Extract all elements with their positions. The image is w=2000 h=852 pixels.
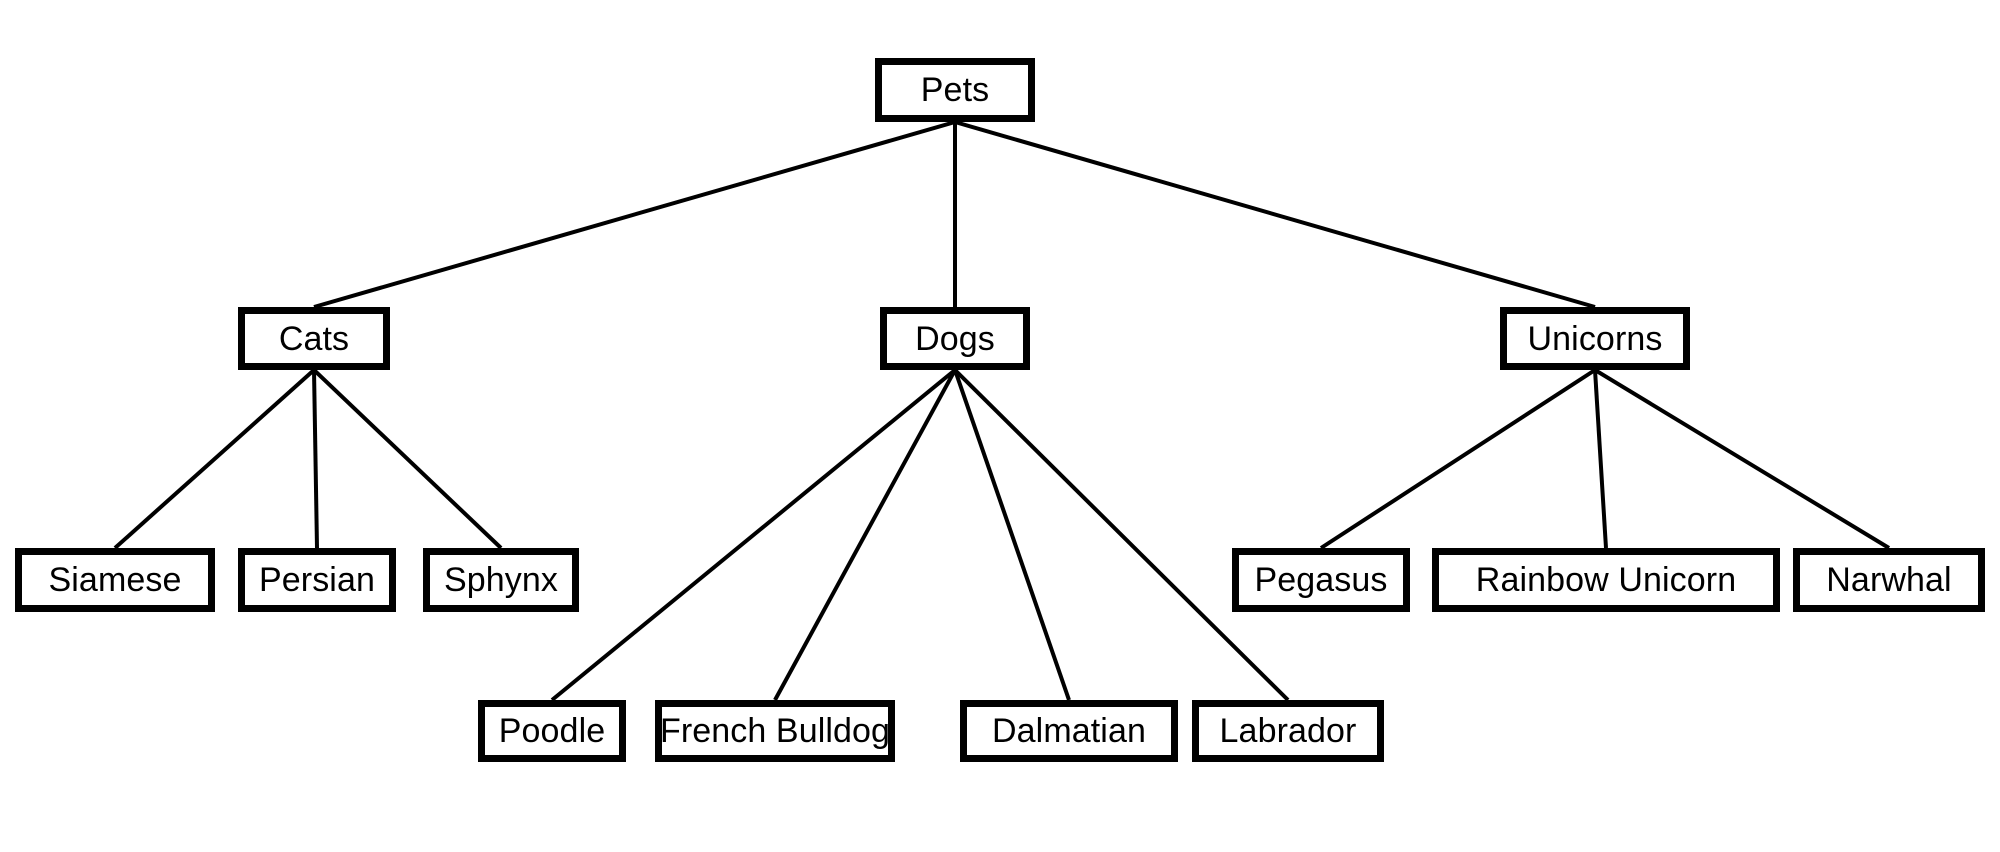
node-french-bulldog[interactable]: French Bulldog [655, 700, 895, 762]
node-inner-border: Persian [243, 553, 391, 607]
node-label: Pegasus [1254, 561, 1388, 599]
node-inner-border: Sphynx [428, 553, 574, 607]
node-label: Labrador [1219, 712, 1357, 750]
node-narwhal[interactable]: Narwhal [1793, 548, 1985, 612]
edge-dogs-to-dalmatian [953, 369, 1071, 701]
node-label: Pets [920, 71, 990, 109]
node-label: Dogs [915, 319, 995, 358]
node-cats[interactable]: Cats [238, 307, 390, 370]
node-inner-border: Unicorns [1505, 312, 1685, 365]
node-labrador[interactable]: Labrador [1192, 700, 1384, 762]
node-label: Dalmatian [992, 712, 1146, 750]
node-inner-border: French Bulldog [660, 705, 890, 757]
node-rainbow-unicorn[interactable]: Rainbow Unicorn [1432, 548, 1780, 612]
edge-unicorns-to-rainbow_unicorn [1593, 369, 1608, 549]
node-unicorns[interactable]: Unicorns [1500, 307, 1690, 370]
edge-dogs-to-labrador [953, 368, 1290, 702]
node-inner-border: Pegasus [1237, 553, 1405, 607]
edge-dogs-to-french_bulldog [773, 369, 957, 701]
edge-unicorns-to-narwhal [1593, 368, 1891, 550]
edge-dogs-to-poodle [550, 368, 957, 702]
edge-cats-to-sphynx [312, 368, 503, 550]
edge-cats-to-siamese [113, 368, 316, 550]
node-pegasus[interactable]: Pegasus [1232, 548, 1410, 612]
node-label: Cats [278, 319, 350, 358]
edge-root-to-unicorns [954, 120, 1596, 309]
node-siamese[interactable]: Siamese [15, 548, 215, 612]
node-label: Siamese [48, 561, 182, 599]
edge-unicorns-to-pegasus [1319, 368, 1597, 550]
node-inner-border: Dalmatian [965, 705, 1173, 757]
edge-root-to-cats [313, 120, 956, 309]
node-dalmatian[interactable]: Dalmatian [960, 700, 1178, 762]
node-label: Rainbow Unicorn [1475, 561, 1737, 599]
node-label: Poodle [498, 712, 606, 750]
node-inner-border: Labrador [1197, 705, 1379, 757]
node-label: Unicorns [1527, 319, 1663, 358]
node-inner-border: Pets [880, 63, 1030, 117]
node-inner-border: Narwhal [1798, 553, 1980, 607]
node-label: French Bulldog [659, 712, 891, 750]
node-inner-border: Siamese [20, 553, 210, 607]
node-persian[interactable]: Persian [238, 548, 396, 612]
node-inner-border: Dogs [885, 312, 1025, 365]
node-poodle[interactable]: Poodle [478, 700, 626, 762]
node-root[interactable]: Pets [875, 58, 1035, 122]
node-sphynx[interactable]: Sphynx [423, 548, 579, 612]
node-inner-border: Rainbow Unicorn [1437, 553, 1775, 607]
edge-cats-to-persian [312, 369, 319, 549]
node-inner-border: Cats [243, 312, 385, 365]
node-label: Sphynx [443, 561, 558, 599]
node-label: Narwhal [1826, 561, 1952, 599]
node-inner-border: Poodle [483, 705, 621, 757]
node-dogs[interactable]: Dogs [880, 307, 1030, 370]
node-label: Persian [259, 561, 375, 599]
